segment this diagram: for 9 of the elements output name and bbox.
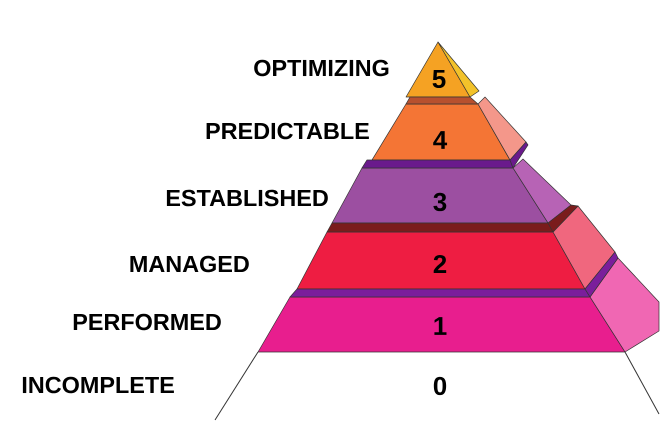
level-label: INCOMPLETE (22, 376, 174, 394)
level-label: PERFORMED (74, 314, 221, 330)
pyramid-level: 4 (372, 96, 526, 160)
level-label: MANAGED (130, 256, 249, 272)
pyramid-base: 0 (214, 352, 660, 420)
pyramid-level: 5 (406, 42, 480, 98)
level-label: OPTIMIZING (254, 60, 388, 76)
level-label: PREDICTABLE (206, 122, 369, 140)
level-label: ESTABLISHED (166, 190, 328, 206)
